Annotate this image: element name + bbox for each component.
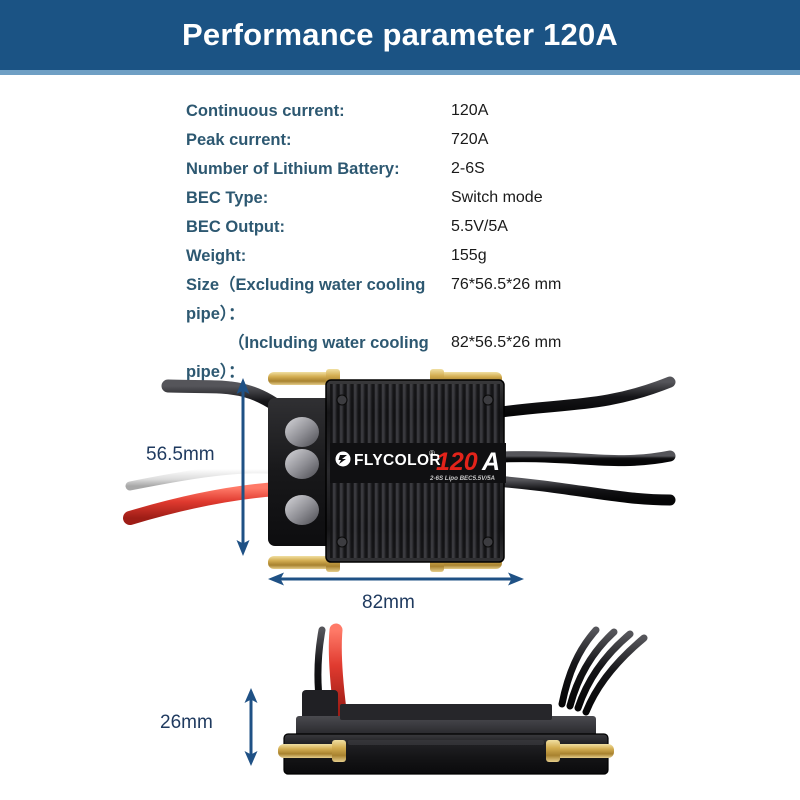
registered-trademark-mark: ®: [429, 449, 435, 458]
width-dimension-arrow: [268, 572, 524, 586]
thickness-dimension-arrow: [244, 688, 258, 766]
product-photo-top-view: FLYCOLOR ® 120 A 2-6S Lipo BEC5.5V/5A 56…: [123, 360, 676, 613]
specification-list: Continuous current: 120A Peak current: 7…: [186, 98, 606, 388]
spec-row: Continuous current: 120A: [186, 98, 606, 124]
page-title: Performance parameter 120A: [182, 17, 618, 52]
spec-label-size-including-pipe: （Including water cooling: [228, 334, 429, 352]
spec-label-continuous-current: Continuous current:: [186, 102, 345, 120]
spec-label-weight: Weight:: [186, 247, 247, 265]
capacitor-bank: [285, 417, 319, 525]
side-motor-wires: [558, 626, 648, 716]
brand-name: FLYCOLOR: [354, 452, 441, 469]
spec-value-size-excluding-pipe: 76*56.5*26 mm: [451, 276, 562, 293]
spec-value-bec-output: 5.5V/5A: [451, 218, 508, 235]
spec-label-lithium-battery: Number of Lithium Battery:: [186, 160, 400, 178]
page-header-banner: Performance parameter 120A: [0, 0, 800, 70]
spec-value-peak-current: 720A: [451, 131, 489, 148]
spec-label-size-excluding-pipe: Size（Excluding water cooling: [186, 276, 426, 294]
spec-label-size-including-pipe-cont: pipe）：: [186, 363, 245, 381]
spec-row: BEC Type: Switch mode: [186, 185, 606, 211]
spec-label-size-excluding-pipe-cont: pipe）：: [186, 305, 245, 323]
branding-sub-label: 2-6S Lipo BEC5.5V/5A: [429, 475, 496, 482]
width-dimension-label: 82mm: [362, 592, 415, 613]
spec-row: pipe）：: [186, 359, 606, 385]
side-connector-block: [302, 690, 338, 720]
height-dimension-arrow: [236, 378, 250, 556]
motor-wire-bundle: [474, 376, 676, 506]
spec-row: （Including water cooling 82*56.5*26 mm: [186, 330, 606, 356]
spec-label-bec-output: BEC Output:: [186, 218, 285, 236]
thickness-dimension-label: 26mm: [160, 712, 213, 733]
spec-row: Number of Lithium Battery: 2-6S: [186, 156, 606, 182]
model-unit-label: A: [481, 448, 500, 476]
height-dimension-label: 56.5mm: [146, 444, 215, 465]
spec-value-weight: 155g: [451, 247, 487, 264]
spec-row: Weight: 155g: [186, 243, 606, 269]
side-view-illustration: [278, 623, 648, 775]
spec-label-peak-current: Peak current:: [186, 131, 292, 149]
product-branding-label: FLYCOLOR ® 120 A 2-6S Lipo BEC5.5V/5A: [330, 443, 506, 483]
spec-value-lithium-battery: 2-6S: [451, 160, 485, 177]
spec-row: Peak current: 720A: [186, 127, 606, 153]
product-photo-side-view: 26mm: [150, 620, 670, 795]
spec-row: Size（Excluding water cooling 76*56.5*26 …: [186, 272, 606, 298]
banner-underline-divider: [0, 70, 800, 75]
spec-label-bec-type: BEC Type:: [186, 189, 269, 207]
spec-row: pipe）：: [186, 301, 606, 327]
spec-row: BEC Output: 5.5V/5A: [186, 214, 606, 240]
spec-value-continuous-current: 120A: [451, 102, 489, 119]
side-water-fitting-right: [546, 740, 614, 762]
case-screws: [336, 394, 494, 548]
top-view-illustration: FLYCOLOR ® 120 A 2-6S Lipo BEC5.5V/5A: [123, 369, 676, 572]
side-water-fitting-left: [278, 740, 346, 762]
spec-value-size-including-pipe: 82*56.5*26 mm: [451, 334, 562, 351]
model-number-label: 120: [436, 448, 478, 476]
spec-value-bec-type: Switch mode: [451, 189, 543, 206]
